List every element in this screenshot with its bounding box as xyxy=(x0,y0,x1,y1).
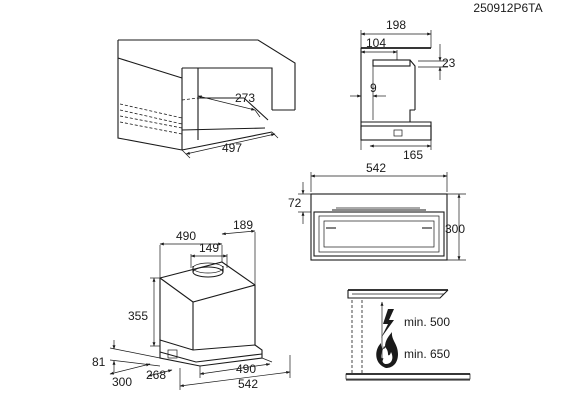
dim-cabinet-width-497: 497 xyxy=(222,141,242,155)
hood-view: 490 189 149 355 81 300 268 xyxy=(92,218,291,391)
dim-hood-depth-300: 300 xyxy=(112,375,132,389)
dim-top-depth-72: 72 xyxy=(288,196,302,210)
dim-hood-depth-268: 268 xyxy=(146,368,166,382)
dim-hood-width-542: 542 xyxy=(238,377,258,391)
dim-top-depth-300: 300 xyxy=(445,222,465,236)
dim-hood-depth-189: 189 xyxy=(233,218,253,232)
dim-side-198: 198 xyxy=(386,18,406,32)
dim-hood-trim-81: 81 xyxy=(92,355,106,369)
dim-top-width-542: 542 xyxy=(366,161,386,175)
dim-side-165: 165 xyxy=(403,148,423,162)
clearance-view: min. 500 min. 650 xyxy=(345,289,471,381)
dim-side-104: 104 xyxy=(366,36,386,50)
top-view: 542 72 300 xyxy=(288,161,466,261)
dim-side-23: 23 xyxy=(442,56,456,70)
dim-side-9: 9 xyxy=(370,81,377,95)
dim-hood-outlet-149: 149 xyxy=(199,241,219,255)
side-view: 198 104 23 9 165 xyxy=(350,18,456,162)
gas-hob-icon xyxy=(376,332,398,368)
clearance-gas: min. 650 xyxy=(404,347,450,361)
clearance-electric: min. 500 xyxy=(404,315,450,329)
dim-cabinet-depth-273: 273 xyxy=(235,91,255,105)
electric-hob-icon xyxy=(381,309,394,338)
dim-hood-width-490: 490 xyxy=(176,229,196,243)
dim-hood-height-355: 355 xyxy=(128,309,148,323)
cabinet-view: 273 497 xyxy=(117,39,296,159)
document-code: 250912P6TA xyxy=(473,1,542,15)
dim-hood-width-490b: 490 xyxy=(236,362,256,376)
